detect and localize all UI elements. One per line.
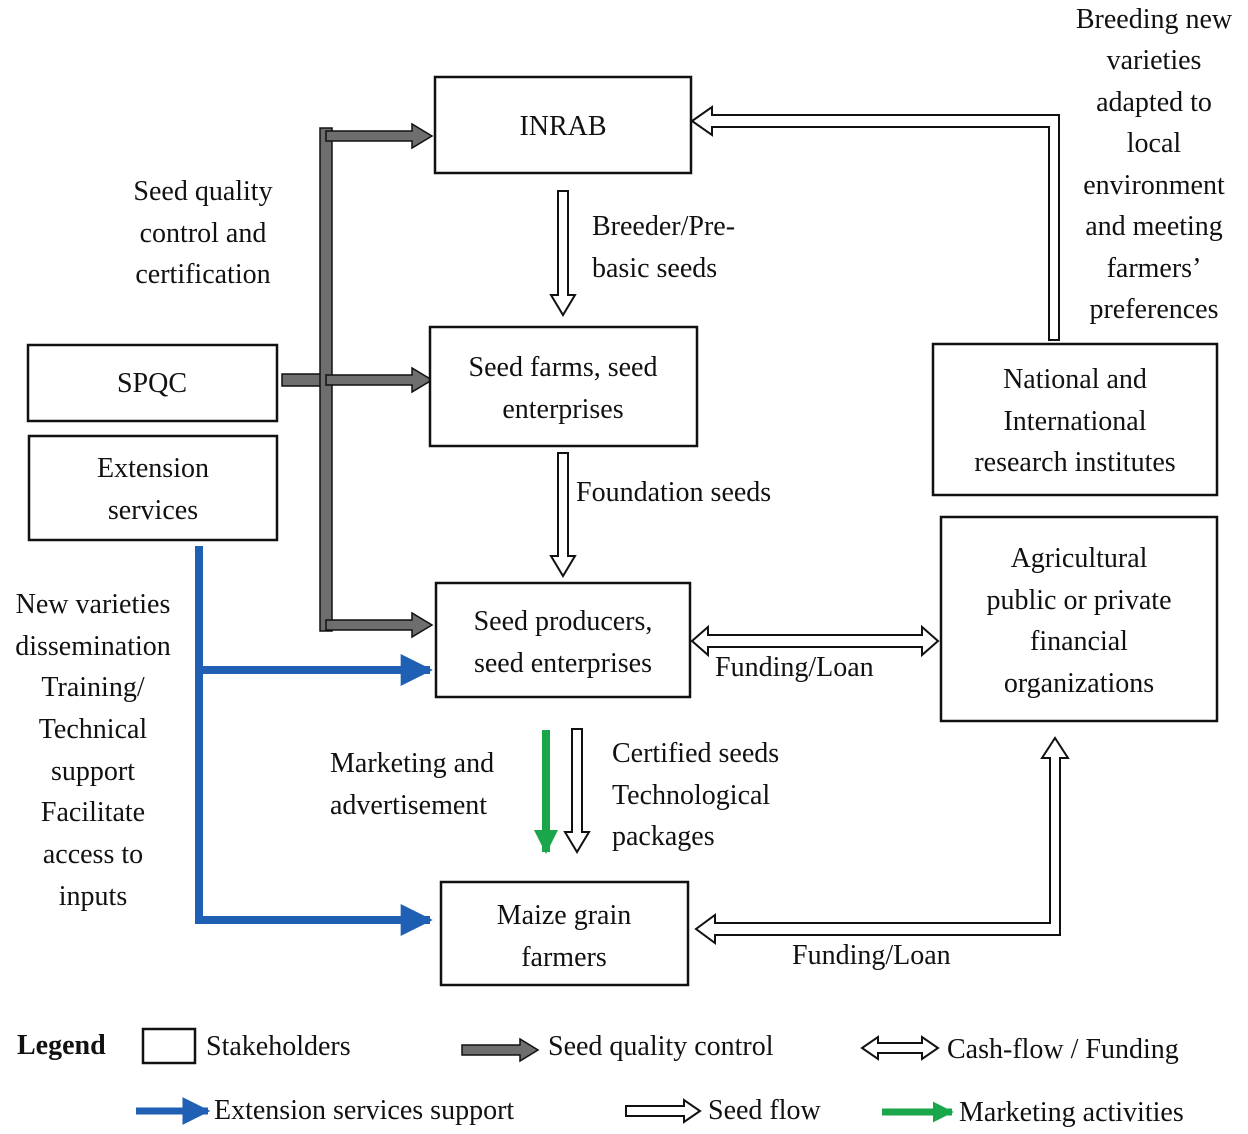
label-funding-upper-line-1: Funding/Loan: [715, 652, 874, 683]
legend-stakeholders-label: Stakeholders: [206, 1031, 351, 1062]
label-quality-control-line-2: control and: [140, 218, 267, 249]
node-extension-line-2: services: [108, 495, 198, 526]
label-marketing-line-1: Marketing and: [330, 748, 494, 779]
node-inrab: INRAB: [433, 75, 693, 175]
label-extension-support-line-3: Training/: [41, 672, 144, 703]
legend-quality-label: Seed quality control: [548, 1031, 774, 1062]
node-seed-producers: Seed producers, seed enterprises: [434, 581, 692, 699]
label-extension-support-line-8: inputs: [59, 881, 127, 912]
legend-marketing-label: Marketing activities: [959, 1097, 1184, 1128]
label-funding-lower: Funding/Loan: [792, 940, 951, 971]
cash-flow-arrow-upper: [690, 624, 940, 658]
legend-cash-label: Cash-flow / Funding: [947, 1034, 1179, 1065]
label-breeding-line-7: farmers’: [1107, 253, 1202, 284]
node-spqc: SPQC: [26, 343, 279, 423]
legend-item-seed-flow: Seed flow: [625, 1095, 822, 1126]
quality-arrow-seed-producers: [325, 611, 434, 639]
node-seed-farms-line-2: enterprises: [502, 394, 623, 425]
node-financial-line-2: public or private: [986, 585, 1171, 616]
node-financial-line-3: financial: [1030, 626, 1128, 657]
legend: Legend Stakeholders Seed quality control…: [17, 1027, 1184, 1128]
seed-flow-arrow-breeder: [549, 190, 577, 317]
label-breeding-line-5: environment: [1083, 170, 1225, 201]
node-maize-farmers: Maize grain farmers: [439, 880, 690, 987]
seed-flow-arrow-certified: [563, 728, 591, 854]
label-breeding-line-3: adapted to: [1096, 87, 1212, 118]
legend-item-quality-control: Seed quality control: [461, 1031, 774, 1063]
node-spqc-line-1: SPQC: [117, 368, 187, 399]
label-breeding-line-8: preferences: [1089, 294, 1218, 325]
seed-flow-arrow-breeding: [690, 105, 1060, 341]
node-seed-producers-line-2: seed enterprises: [474, 648, 652, 679]
label-certified-line-1: Certified seeds: [612, 738, 779, 769]
legend-title: Legend: [17, 1030, 106, 1061]
label-extension-support-line-2: dissemination: [15, 631, 171, 662]
label-extension-support-line-4: Technical: [39, 714, 148, 745]
node-seed-producers-line-1: Seed producers,: [474, 606, 653, 637]
legend-item-extension: Extension services support: [136, 1095, 514, 1126]
legend-extension-label: Extension services support: [214, 1095, 514, 1126]
label-certified-seeds: Certified seeds Technological packages: [612, 738, 779, 852]
label-quality-control: Seed quality control and certification: [133, 176, 272, 290]
node-inrab-line-1: INRAB: [519, 111, 606, 142]
label-quality-control-line-3: certification: [135, 259, 270, 290]
label-marketing-line-2: advertisement: [330, 790, 487, 821]
node-research-line-2: International: [1003, 406, 1146, 437]
label-breeder-line-2: basic seeds: [592, 253, 717, 284]
legend-item-cash-flow: Cash-flow / Funding: [860, 1034, 1179, 1065]
quality-arrow-inrab: [325, 122, 434, 150]
node-research-line-3: research institutes: [974, 447, 1175, 478]
legend-cash-swatch: [860, 1035, 940, 1061]
node-extension-services: Extension services: [27, 434, 279, 542]
label-breeding-line-1: Breeding new: [1076, 4, 1233, 35]
node-financial-line-1: Agricultural: [1011, 543, 1148, 574]
node-research-line-1: National and: [1003, 364, 1147, 395]
quality-arrow-seed-farms: [325, 366, 434, 394]
label-extension-support-line-6: Facilitate: [41, 797, 145, 828]
legend-stakeholder-swatch: [141, 1027, 197, 1065]
node-maize-farmers-line-2: farmers: [521, 942, 607, 973]
label-breeding-line-4: local: [1127, 128, 1182, 159]
seed-flow-arrow-foundation: [549, 452, 577, 578]
label-funding-upper: Funding/Loan: [715, 652, 874, 683]
label-extension-support: New varieties dissemination Training/ Te…: [15, 589, 171, 912]
legend-item-stakeholders: Stakeholders: [141, 1027, 351, 1065]
node-financial-line-4: organizations: [1004, 668, 1154, 699]
label-breeder-line-1: Breeder/Pre-: [592, 211, 735, 242]
quality-control-connector: [281, 127, 333, 632]
legend-seedflow-label: Seed flow: [708, 1095, 822, 1126]
legend-quality-swatch: [461, 1037, 540, 1063]
label-extension-support-line-1: New varieties: [16, 589, 171, 620]
label-foundation-seeds: Foundation seeds: [576, 477, 771, 508]
label-certified-line-3: packages: [612, 821, 715, 852]
label-breeder-seeds: Breeder/Pre- basic seeds: [592, 211, 735, 284]
label-foundation-line-1: Foundation seeds: [576, 477, 771, 508]
label-marketing: Marketing and advertisement: [330, 748, 494, 821]
label-extension-support-line-5: support: [51, 756, 135, 787]
label-extension-support-line-7: access to: [43, 839, 143, 870]
label-breeding-line-6: and meeting: [1085, 211, 1223, 242]
label-certified-line-2: Technological: [612, 780, 770, 811]
label-quality-control-line-1: Seed quality: [133, 176, 272, 207]
node-seed-farms-line-1: Seed farms, seed: [469, 352, 658, 383]
label-breeding: Breeding new varieties adapted to local …: [1076, 4, 1233, 325]
label-funding-lower-line-1: Funding/Loan: [792, 940, 951, 971]
cash-flow-arrow-lower: [694, 736, 1070, 945]
node-extension-line-1: Extension: [97, 453, 209, 484]
legend-item-marketing: Marketing activities: [882, 1097, 1184, 1128]
node-seed-farms: Seed farms, seed enterprises: [428, 325, 699, 448]
node-financial-organizations: Agricultural public or private financial…: [939, 515, 1219, 723]
legend-seedflow-swatch: [625, 1098, 702, 1124]
node-maize-farmers-line-1: Maize grain: [497, 900, 632, 931]
extension-support-connector: [195, 546, 433, 936]
label-breeding-line-2: varieties: [1107, 45, 1202, 76]
node-research-institutes: National and International research inst…: [931, 342, 1219, 497]
